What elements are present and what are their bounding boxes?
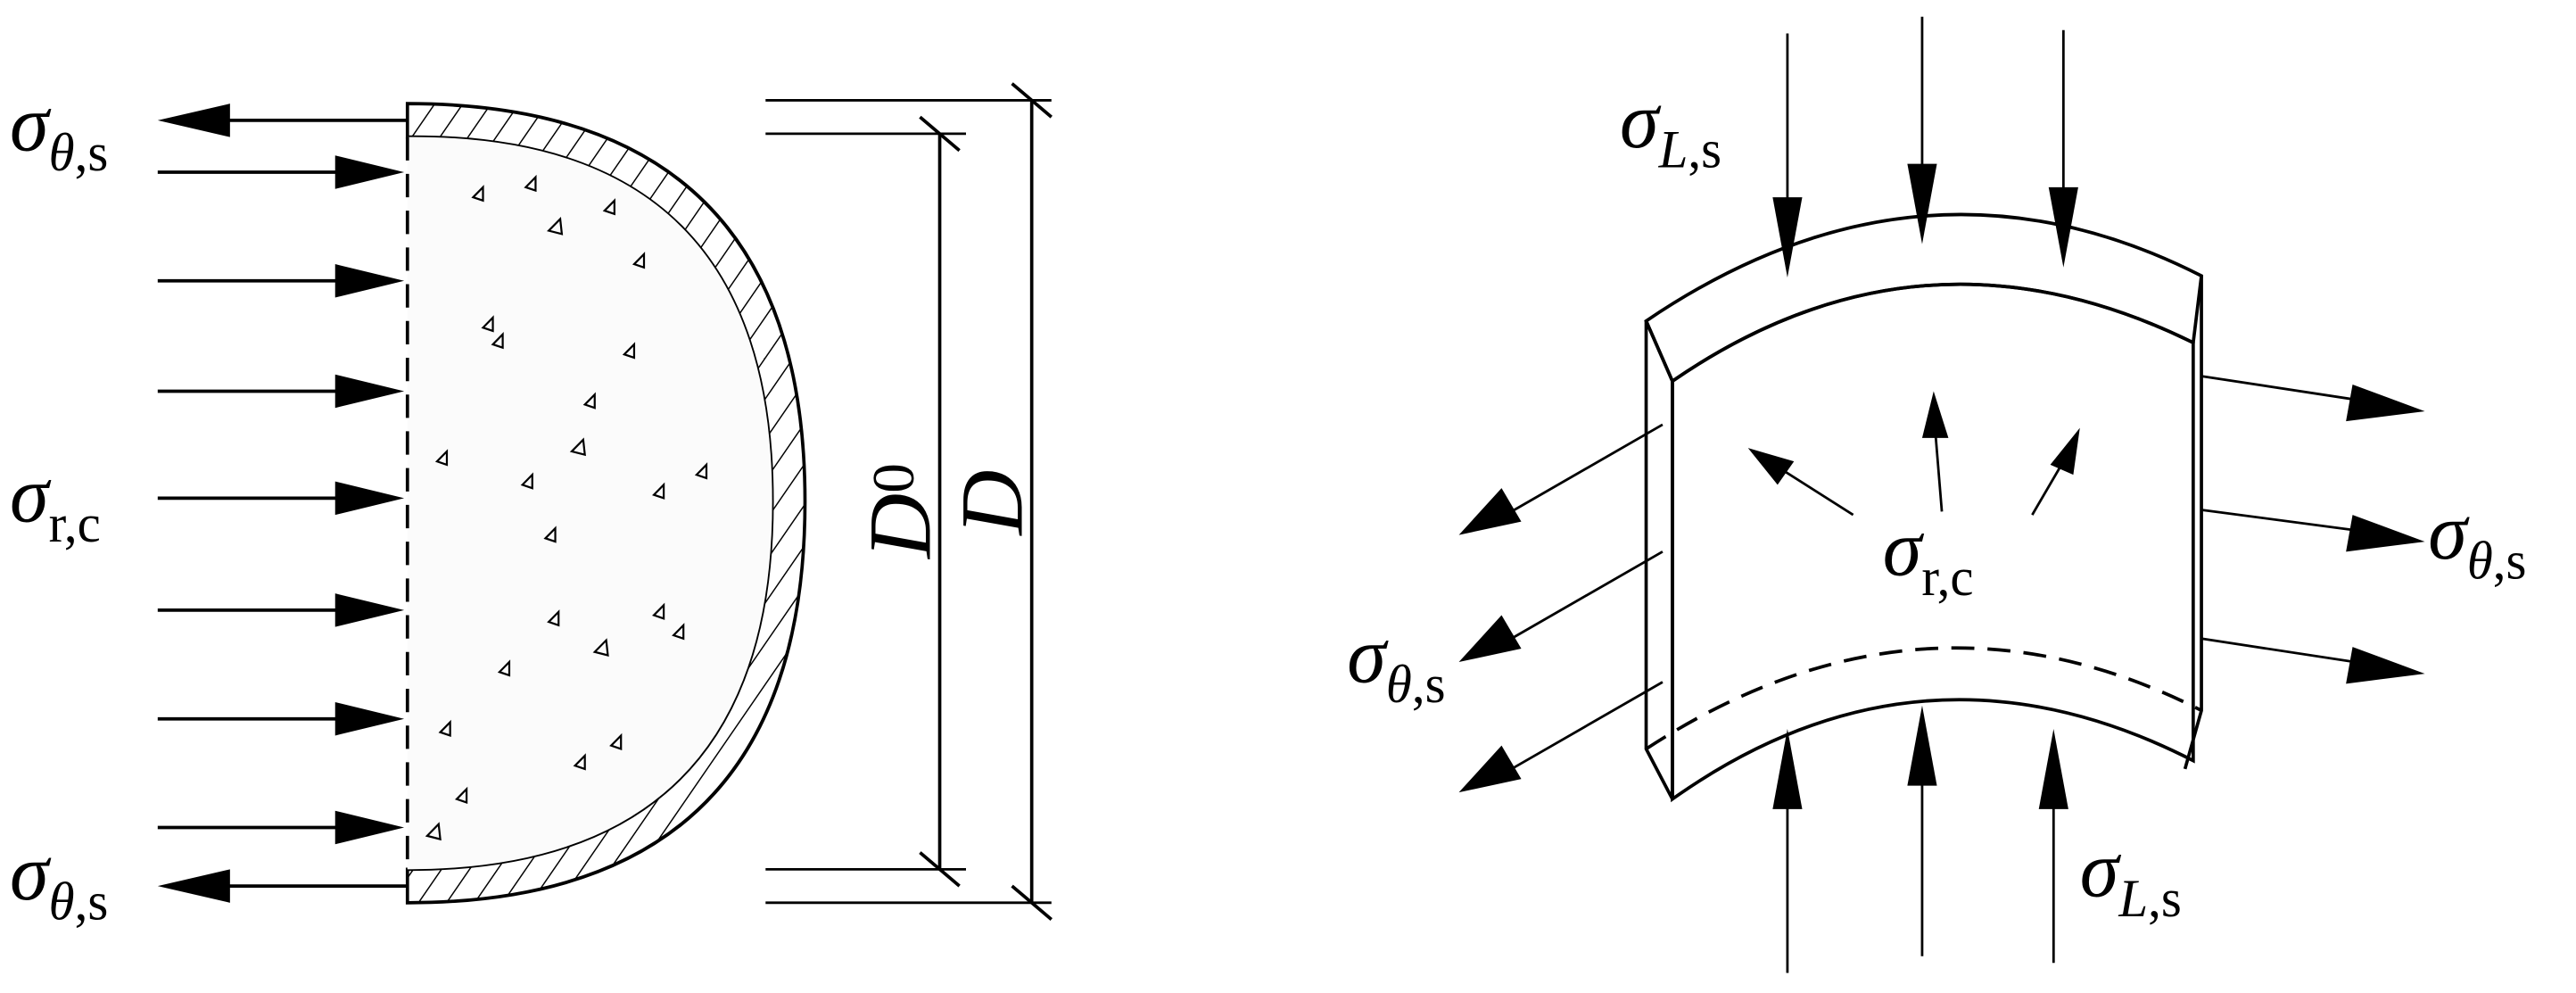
element-front-face	[1671, 282, 2195, 803]
hoop-arrows-right	[2200, 375, 2425, 684]
aggregate-markers	[425, 174, 708, 841]
label-radial-concrete-left: σr,c	[10, 451, 101, 553]
longitudinal-arrows-bottom	[1772, 705, 2068, 973]
label-hoop-steel-top: σθ,s	[10, 80, 108, 182]
label-hoop-left: σθ,s	[1347, 612, 1445, 714]
radial-pressure-arrows	[157, 155, 405, 845]
left-cross-section: σθ,s σr,c σθ,s D0 D	[10, 80, 1053, 931]
longitudinal-arrows-top	[1772, 16, 2078, 278]
dimension-lines	[765, 82, 1053, 921]
label-outer-diameter: D	[943, 470, 1041, 537]
hoop-arrow-top	[157, 103, 408, 137]
right-tube-element: σL,s σr,c σθ,s σθ,s σL,s	[1347, 16, 2526, 973]
radial-arrows	[1747, 391, 2080, 517]
label-longitudinal-bottom: σL,s	[2080, 826, 2182, 928]
label-hoop-right: σθ,s	[2428, 488, 2526, 590]
label-longitudinal-top: σL,s	[1620, 77, 1721, 178]
hidden-edge	[1645, 646, 2202, 751]
hoop-arrows-left	[1458, 423, 1664, 793]
label-hoop-steel-bottom: σθ,s	[10, 829, 108, 931]
hoop-arrow-bottom	[157, 869, 408, 903]
label-inner-diameter: D0	[851, 463, 949, 560]
concrete-core	[407, 137, 772, 870]
label-radial-concrete-right: σr,c	[1883, 505, 1974, 607]
element-top-face	[1644, 212, 2204, 385]
